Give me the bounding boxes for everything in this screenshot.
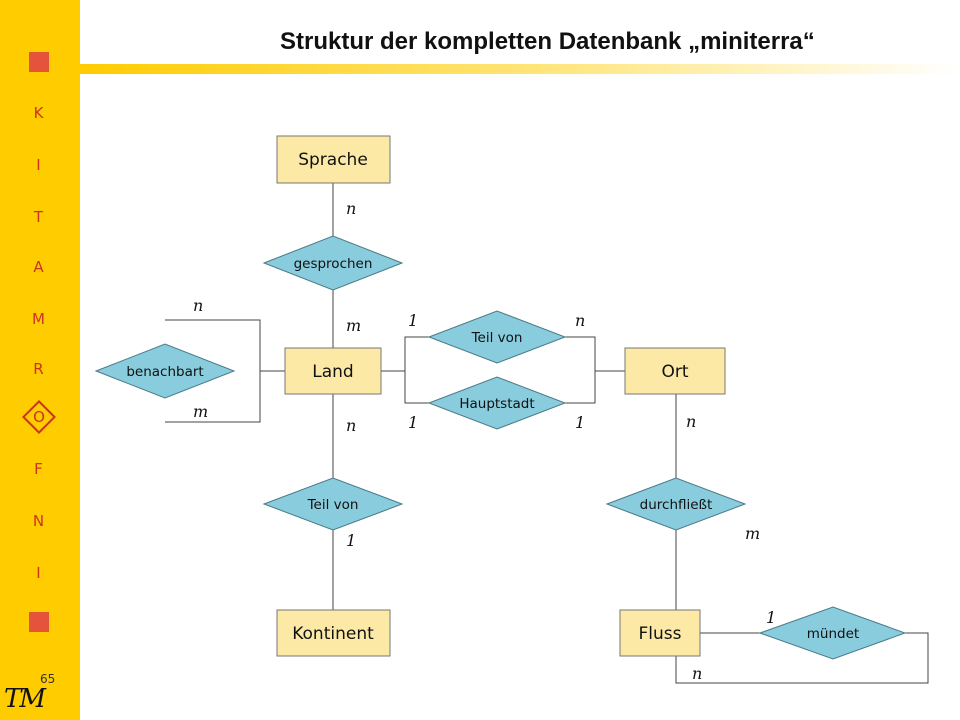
relation-muendet (758, 606, 907, 660)
entity-land-label: Land (312, 362, 353, 382)
relation-gesprochen (262, 235, 404, 291)
relation-gesprochen-label: gesprochen (294, 256, 373, 272)
entity-fluss-label: Fluss (639, 624, 682, 644)
line-land-hauptstadt (404, 371, 429, 404)
sidebar-letter: O (33, 408, 45, 426)
relation-teil-von-kontinent (262, 477, 404, 531)
cardinality-label: m (346, 316, 361, 335)
relation-hauptstadt-label: Hauptstadt (459, 396, 534, 412)
cardinality-label: n (692, 664, 702, 683)
line-muendet-loop (675, 632, 929, 684)
cardinality-label: 1 (408, 413, 418, 432)
sidebar-letter: K (33, 104, 45, 122)
line-hauptstadt-ort (565, 371, 596, 404)
entity-ort (624, 347, 726, 395)
cardinality-label: n (193, 296, 203, 315)
sidebar-letter: M (32, 310, 46, 328)
cardinality-label: 1 (346, 531, 356, 550)
cardinality-label: n (346, 199, 356, 218)
page-number: 65 (40, 672, 56, 686)
sidebar-letter: A (33, 258, 45, 276)
sidebar-letter: F (34, 460, 44, 478)
sidebar-letter: T (33, 208, 45, 226)
sidebar-square (29, 52, 49, 72)
sidebar-letter: R (33, 360, 45, 378)
line-teilvon-ort (565, 336, 625, 372)
sidebar: K I T A M R O F N I 65 TM (0, 0, 80, 720)
relation-durchfliesst-label: durchfließt (640, 497, 713, 513)
entity-ort-label: Ort (661, 362, 688, 382)
relation-benachbart-label: benachbart (126, 364, 203, 380)
logo: TM (4, 684, 46, 714)
relation-hauptstadt (427, 376, 567, 430)
entity-sprache (276, 135, 391, 184)
relation-teil-von-ort (427, 310, 567, 364)
sidebar-letter: N (32, 512, 46, 530)
cardinality-label: 1 (575, 413, 585, 432)
relation-teil-von-kontinent-label: Teil von (307, 497, 359, 513)
sidebar-letter: I (36, 156, 42, 174)
relation-durchfliesst (605, 477, 747, 531)
sidebar-letter: I (36, 564, 42, 582)
entity-kontinent (276, 609, 391, 657)
entity-sprache-label: Sprache (298, 150, 368, 170)
entity-fluss (619, 609, 701, 657)
cardinality-label: n (346, 416, 356, 435)
relation-muendet-label: mündet (807, 626, 859, 642)
line-land-teilvon (381, 336, 429, 372)
relation-benachbart (94, 343, 236, 399)
cardinality-label: n (686, 412, 696, 431)
page-title: Struktur der kompletten Datenbank „minit… (280, 28, 815, 55)
relation-teil-von-ort-label: Teil von (471, 330, 523, 346)
cardinality-label: 1 (408, 311, 418, 330)
cardinality-label: m (193, 402, 208, 421)
cardinality-label: m (745, 524, 760, 543)
sidebar-square (29, 612, 49, 632)
entity-kontinent-label: Kontinent (292, 624, 374, 644)
title-underline-bar (80, 64, 960, 74)
entity-land (284, 347, 382, 395)
cardinality-label: 1 (766, 608, 776, 627)
cardinality-label: n (575, 311, 585, 330)
